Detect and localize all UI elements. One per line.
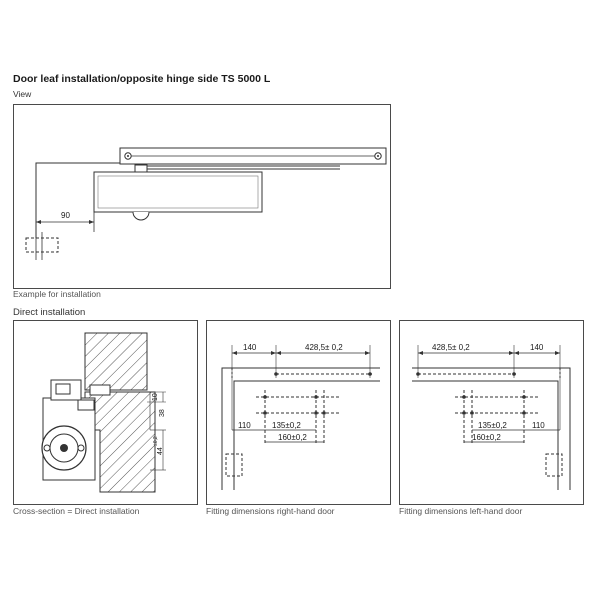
frame-hatched xyxy=(84,332,148,391)
cs-dim-44: 44 xyxy=(157,447,164,455)
lh-dim-428: 428,5± 0,2 xyxy=(432,343,470,352)
rh-dim-135: 135±0,2 xyxy=(272,421,301,430)
rh-hinge xyxy=(225,453,243,477)
cross-section-caption: Cross-section = Direct installation xyxy=(13,506,140,516)
direct-installation-label: Direct installation xyxy=(13,307,86,318)
view-caption: Example for installation xyxy=(13,289,101,299)
view-label: View xyxy=(13,89,32,99)
lh-dim-140: 140 xyxy=(530,343,544,352)
rh-dim-160: 160±0,2 xyxy=(278,433,307,442)
lh-dim-110: 110 xyxy=(532,421,545,430)
cs-dim-38: 38 xyxy=(159,409,166,417)
rh-dim-428: 428,5± 0,2 xyxy=(305,343,343,352)
view-dim-90: 90 xyxy=(61,211,70,220)
right-hand-caption: Fitting dimensions right-hand door xyxy=(206,506,335,516)
page-title: Door leaf installation/opposite hinge si… xyxy=(13,73,271,85)
door-outline xyxy=(35,162,120,238)
lh-hinge xyxy=(545,453,563,477)
lh-dim-135: 135±0,2 xyxy=(478,421,507,430)
closer-body xyxy=(93,171,263,213)
cs-dim-10: 10 xyxy=(152,393,159,401)
left-hand-caption: Fitting dimensions left-hand door xyxy=(399,506,523,516)
rh-dim-110: 110 xyxy=(238,421,251,430)
cs-dim-44-tol: ±0,2 xyxy=(153,436,159,446)
rh-dim-140: 140 xyxy=(243,343,257,352)
lh-dim-160: 160±0,2 xyxy=(472,433,501,442)
